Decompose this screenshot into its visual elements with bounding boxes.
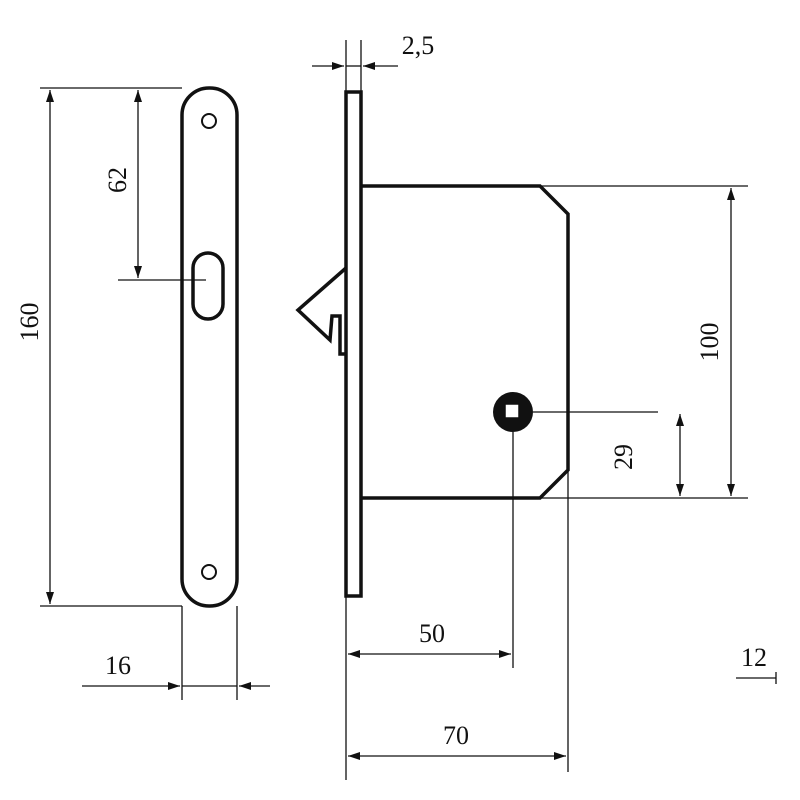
dimension-plate-width: 16 (82, 606, 270, 700)
lock-case (361, 184, 570, 500)
dimension-partial: 12 (736, 643, 777, 684)
top-screw-hole (201, 113, 217, 129)
dimension-keyhole-offset: 62 (103, 90, 206, 281)
lock-side-view (295, 90, 570, 598)
spindle-height-label: 29 (609, 444, 638, 470)
dimension-faceplate-thickness: 2,5 (312, 31, 434, 92)
dimension-spindle-height: 29 (533, 411, 684, 496)
hook-latch (295, 266, 348, 356)
plate-length-label: 160 (15, 303, 44, 342)
dimension-plate-length: 160 (15, 87, 182, 607)
dimension-body-height: 100 (540, 185, 748, 499)
partial-dimension-label: 12 (741, 643, 767, 672)
body-height-label: 100 (695, 323, 724, 362)
plate-outline (180, 86, 239, 608)
bottom-screw-hole (201, 564, 217, 580)
plate-width-label: 16 (105, 651, 131, 680)
keyhole-offset-label: 62 (103, 167, 132, 193)
case-depth-label: 70 (443, 721, 469, 750)
spindle-square-hole (504, 403, 520, 419)
faceplate (344, 90, 363, 598)
backset-label: 50 (419, 619, 445, 648)
escutcheon-plate (180, 86, 239, 608)
dimension-backset: 50 (345, 432, 514, 780)
dimension-case-depth: 70 (348, 470, 569, 772)
faceplate-thickness-label: 2,5 (402, 31, 435, 60)
keyhole-slot (191, 251, 225, 321)
